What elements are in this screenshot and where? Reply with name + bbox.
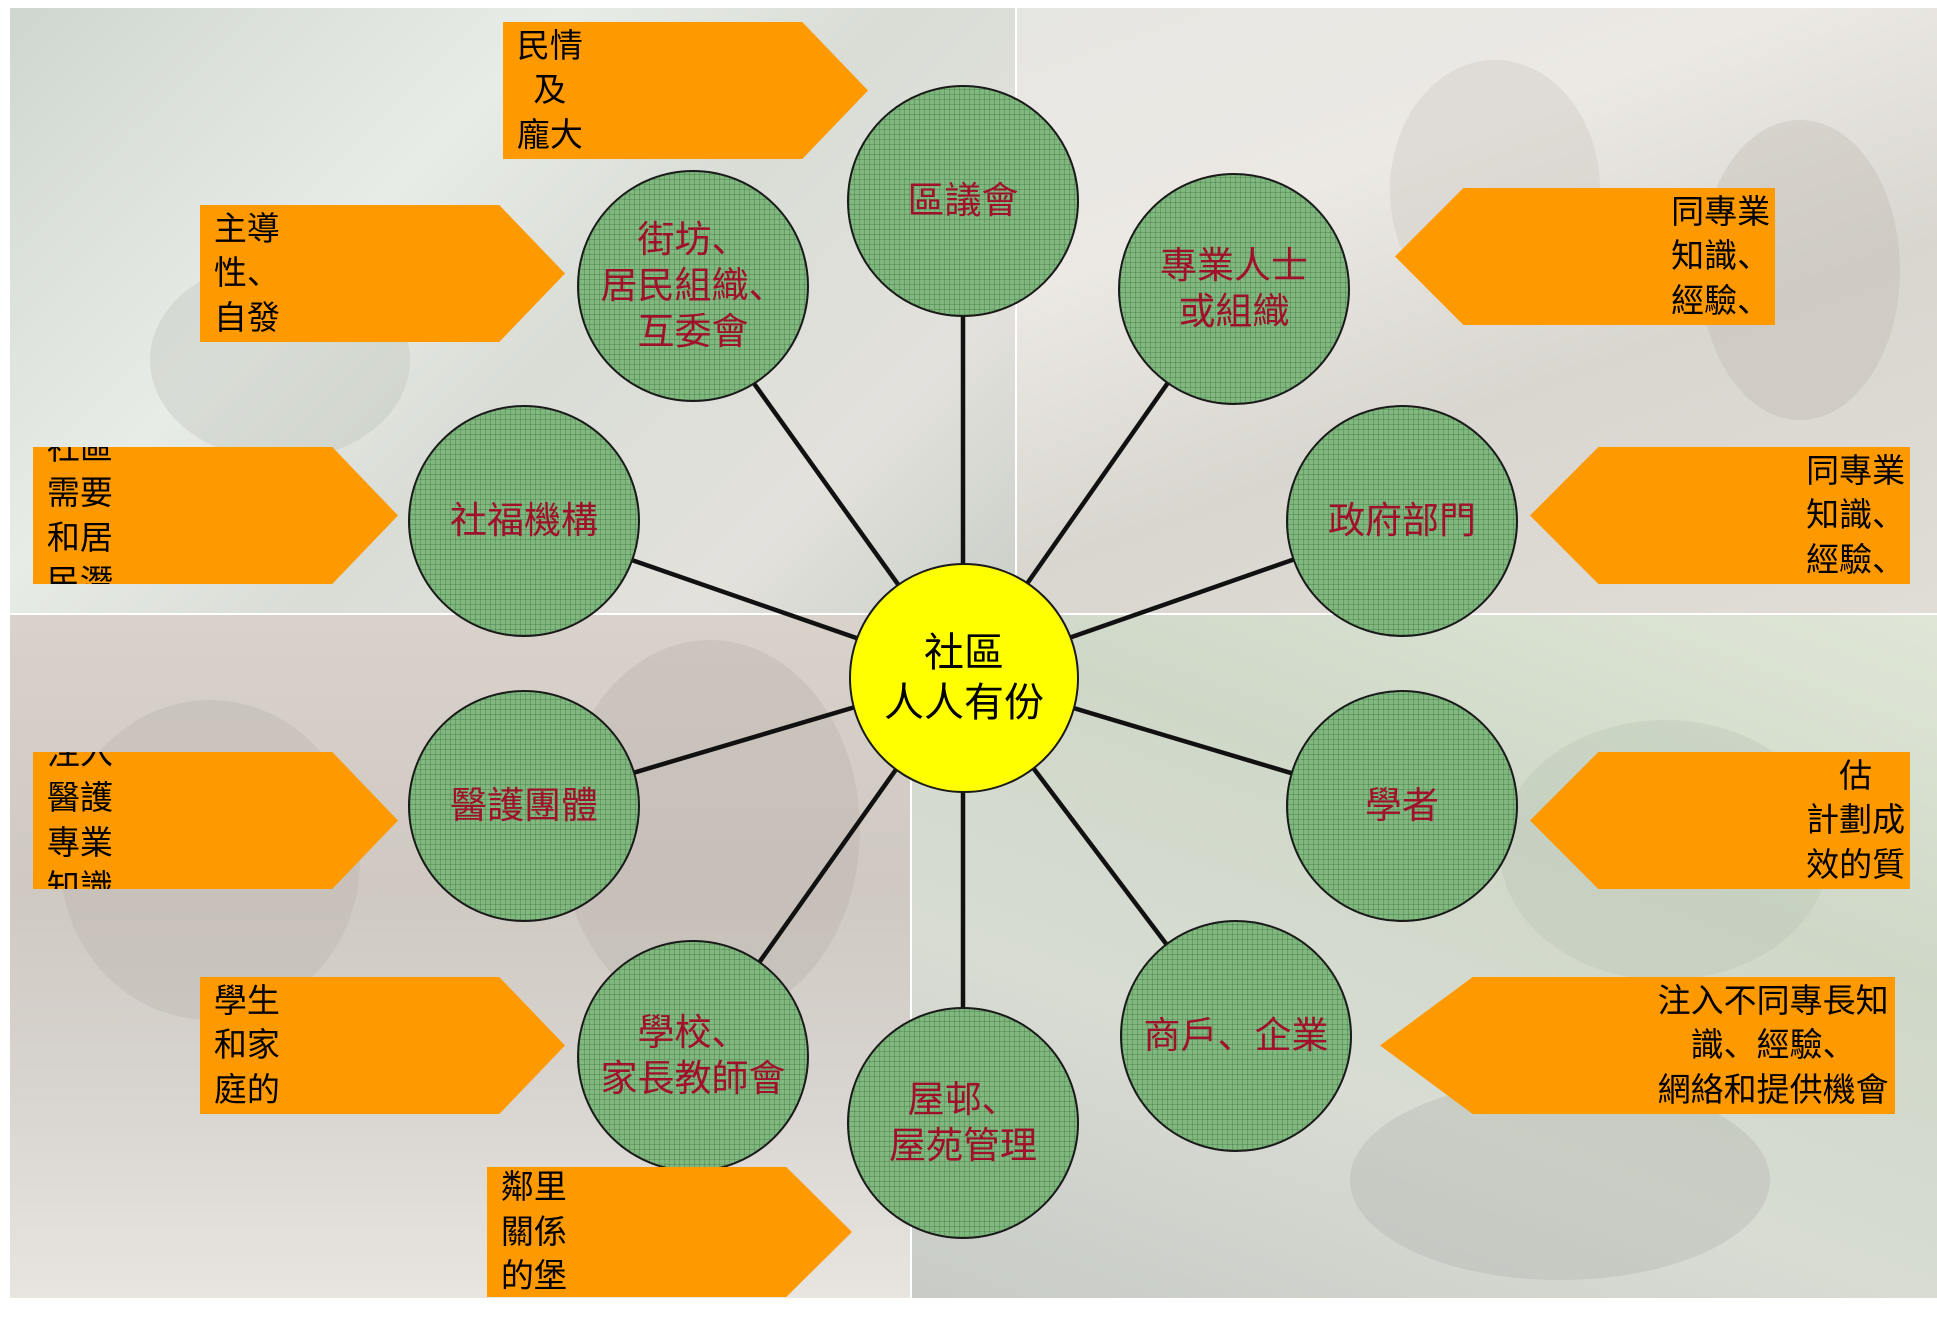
node-district-council: 區議會 (847, 85, 1079, 317)
callout-scholars: 提高評估 計劃成效的質素 (1530, 752, 1910, 889)
callout-estate: 促進鄰里關係 的堡壘 (487, 1167, 852, 1297)
node-kaifong: 街坊、 居民組織、 互委會 (577, 170, 809, 402)
node-business: 商戶、企業 (1120, 920, 1352, 1152)
node-estate: 屋邨、 屋苑管理 (847, 1007, 1079, 1239)
callout-professionals: 注入不同專業知識、 經驗、網絡 (1395, 188, 1775, 325)
callout-business: 注入不同專長知識、經驗、 網絡和提供機會 (1380, 977, 1895, 1114)
callout-district-council: 掌握社區民情及 龐大動員力 (503, 22, 868, 159)
node-government: 政府部門 (1286, 405, 1518, 637)
callout-government: 注入不同專業知識、 經驗、網絡 (1530, 447, 1910, 584)
callout-kaifong: 居民主導性、 自發性高 (200, 205, 565, 342)
node-scholars: 學者 (1286, 690, 1518, 922)
callout-ngo: 了解社區需要 和居民潛質 (33, 447, 398, 584)
node-ngo: 社福機構 (408, 405, 640, 637)
node-medical: 醫護團體 (408, 690, 640, 922)
node-school: 學校、 家長教師會 (577, 940, 809, 1172)
callout-medical: 注入醫護專業知識 (33, 752, 398, 889)
node-professionals: 專業人士 或組織 (1118, 173, 1350, 405)
hub-community: 社區 人人有份 (849, 563, 1079, 793)
callout-school: 聯繫學生 和家庭的基地 (200, 977, 565, 1114)
